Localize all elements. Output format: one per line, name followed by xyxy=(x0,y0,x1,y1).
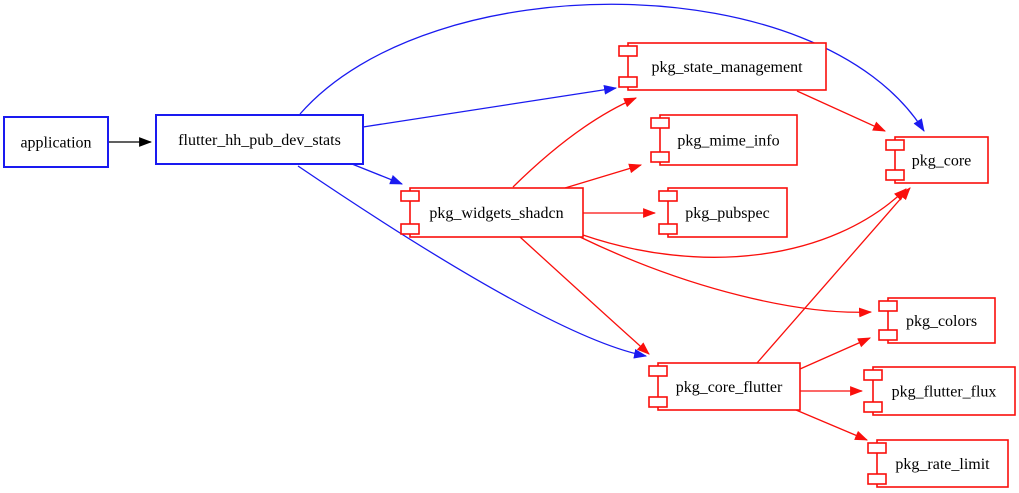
component-tab-icon xyxy=(618,45,638,57)
node-label-pkg_colors: pkg_colors xyxy=(906,313,977,330)
edge-pkg_widgets_shadcn-to-pkg_colors xyxy=(579,236,873,318)
node-box-pkg_core_flutter xyxy=(657,362,801,411)
node-flutter_hh_pub_dev_stats[interactable]: flutter_hh_pub_dev_stats xyxy=(155,114,364,165)
edge-pkg_core_flutter-to-pkg_rate_limit xyxy=(795,409,868,441)
component-tab-icon xyxy=(878,300,898,312)
edge-pkg_core_flutter-to-pkg_colors xyxy=(799,337,871,370)
node-pkg_state_management[interactable]: pkg_state_management xyxy=(618,42,827,91)
node-pkg_widgets_shadcn[interactable]: pkg_widgets_shadcn xyxy=(400,187,584,238)
node-box-pkg_colors xyxy=(887,297,996,344)
node-box-pkg_widgets_shadcn xyxy=(409,187,584,238)
component-tab-icon xyxy=(885,169,905,181)
node-box-flutter_hh_pub_dev_stats xyxy=(155,114,364,165)
edge-flutter_hh_pub_dev_stats-to-pkg_core xyxy=(299,3,925,132)
node-pkg_flutter_flux[interactable]: pkg_flutter_flux xyxy=(863,366,1016,416)
edge-flutter_hh_pub_dev_stats-to-pkg_widgets_shadcn xyxy=(351,163,404,185)
node-application[interactable]: application xyxy=(3,116,109,168)
edge-pkg_widgets_shadcn-to-pkg_state_management xyxy=(512,97,637,188)
edge-pkg_state_management-to-pkg_core xyxy=(796,90,886,132)
edge-pkg_widgets_shadcn-to-pkg_core_flutter xyxy=(519,236,650,355)
component-tab-icon xyxy=(867,442,887,454)
component-tab-icon xyxy=(648,365,668,377)
component-tab-icon xyxy=(618,76,638,88)
edge-flutter_hh_pub_dev_stats-to-pkg_state_management xyxy=(362,84,618,128)
component-tab-icon xyxy=(867,473,887,485)
component-tab-icon xyxy=(400,190,420,202)
component-tab-icon xyxy=(863,401,883,413)
node-pkg_colors[interactable]: pkg_colors xyxy=(878,297,996,344)
node-pkg_core[interactable]: pkg_core xyxy=(885,136,989,184)
component-tab-icon xyxy=(658,190,678,202)
node-pkg_pubspec[interactable]: pkg_pubspec xyxy=(658,187,788,238)
node-label-flutter_hh_pub_dev_stats: flutter_hh_pub_dev_stats xyxy=(178,132,341,149)
node-label-pkg_flutter_flux: pkg_flutter_flux xyxy=(892,384,997,401)
node-box-application xyxy=(3,116,109,168)
node-box-pkg_rate_limit xyxy=(876,439,1009,488)
nodes-layer: application flutter_hh_pub_dev_stats pkg_s… xyxy=(3,42,1016,488)
component-tab-icon xyxy=(648,396,668,408)
component-tab-icon xyxy=(650,151,670,163)
node-label-application: application xyxy=(20,135,91,152)
node-label-pkg_core_flutter: pkg_core_flutter xyxy=(676,379,783,396)
component-tab-icon xyxy=(650,117,670,129)
node-pkg_rate_limit[interactable]: pkg_rate_limit xyxy=(867,439,1009,488)
node-box-pkg_core xyxy=(894,136,989,184)
component-tab-icon xyxy=(658,223,678,235)
node-box-pkg_pubspec xyxy=(667,187,788,238)
component-tab-icon xyxy=(863,369,883,381)
node-pkg_mime_info[interactable]: pkg_mime_info xyxy=(650,114,798,166)
node-label-pkg_state_management: pkg_state_management xyxy=(651,59,803,76)
node-box-pkg_state_management xyxy=(627,42,827,91)
component-tab-icon xyxy=(878,329,898,341)
edge-flutter_hh_pub_dev_stats-to-pkg_core_flutter xyxy=(297,165,648,359)
component-tab-icon xyxy=(400,223,420,235)
edge-pkg_core_flutter-to-pkg_core xyxy=(756,187,911,364)
node-label-pkg_widgets_shadcn: pkg_widgets_shadcn xyxy=(429,205,563,222)
component-tab-icon xyxy=(885,139,905,151)
node-label-pkg_mime_info: pkg_mime_info xyxy=(677,133,779,150)
node-pkg_core_flutter[interactable]: pkg_core_flutter xyxy=(648,362,801,411)
node-label-pkg_rate_limit: pkg_rate_limit xyxy=(895,456,990,473)
node-label-pkg_core: pkg_core xyxy=(912,153,972,170)
edge-pkg_widgets_shadcn-to-pkg_mime_info xyxy=(564,163,643,189)
node-box-pkg_flutter_flux xyxy=(872,366,1016,416)
edges-layer xyxy=(108,3,925,441)
node-label-pkg_pubspec: pkg_pubspec xyxy=(685,205,769,222)
node-box-pkg_mime_info xyxy=(659,114,798,166)
edge-pkg_widgets_shadcn-to-pkg_core xyxy=(582,188,907,258)
